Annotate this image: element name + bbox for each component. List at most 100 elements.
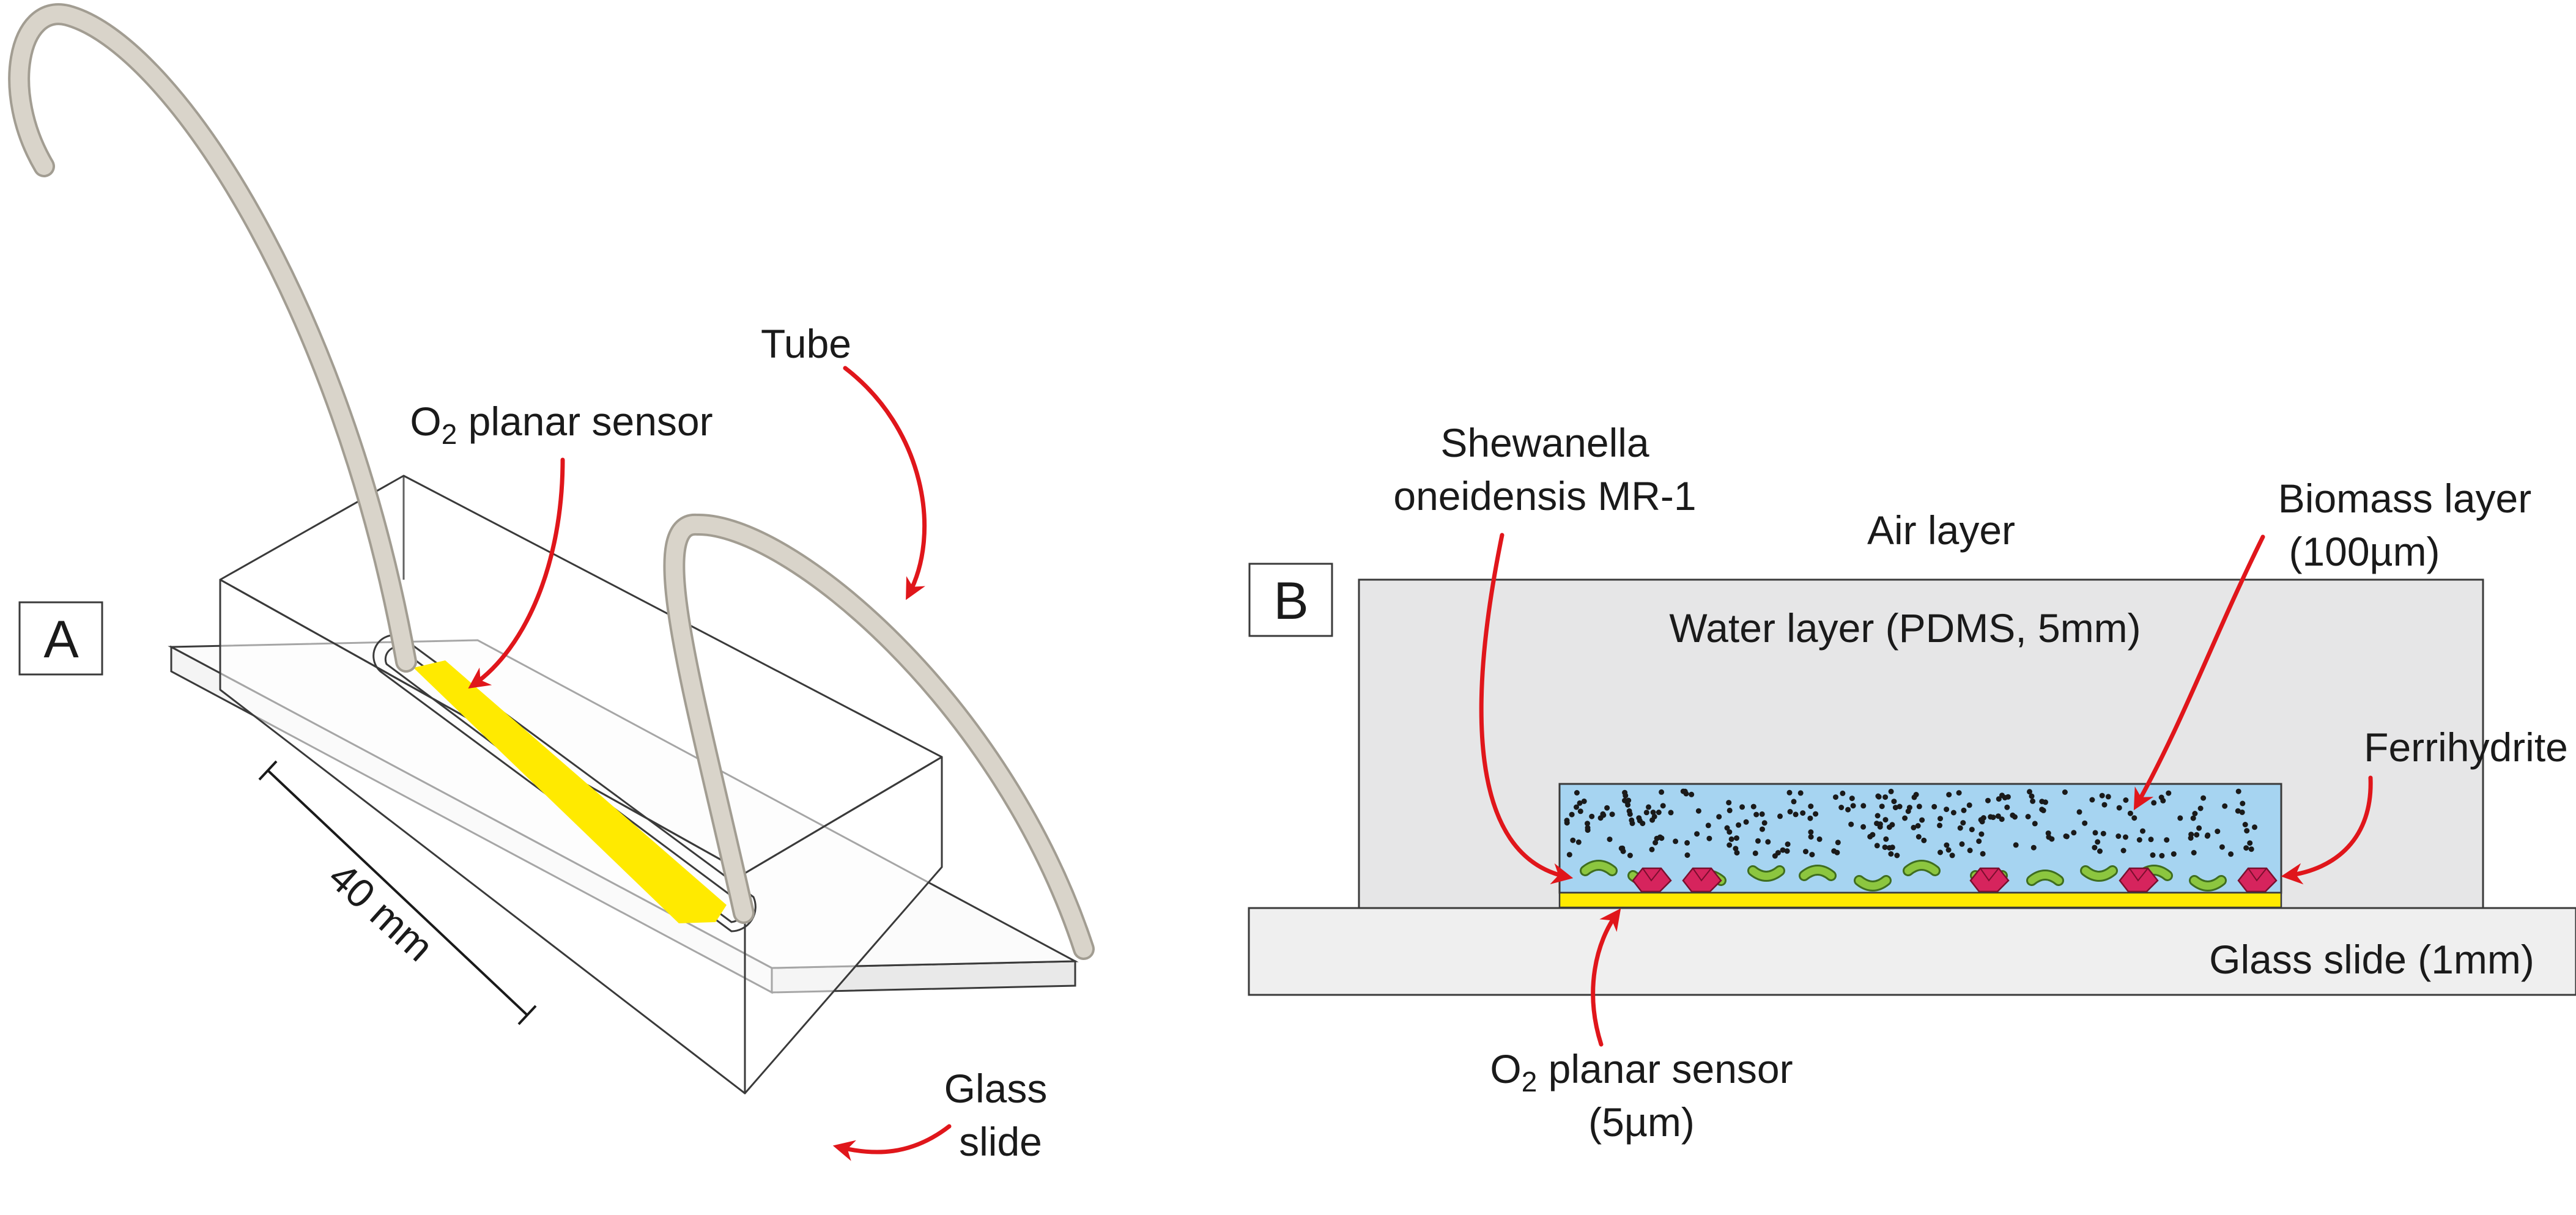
panel-b-sensor-label-line2: (5µm) bbox=[1588, 1099, 1695, 1145]
biomass-particle bbox=[2215, 829, 2221, 835]
biomass-particle bbox=[1808, 803, 1814, 810]
tube-right bbox=[663, 513, 1095, 960]
biomass-particle bbox=[1816, 836, 1823, 842]
panel-b-sensor-label: O2 planar sensor bbox=[1490, 1046, 1793, 1098]
biomass-particle bbox=[1875, 813, 1881, 819]
biomass-particle bbox=[1694, 831, 1700, 837]
biomass-particle bbox=[1919, 817, 1925, 823]
biomass-particle bbox=[1727, 842, 1733, 848]
biomass-particle bbox=[2123, 797, 2129, 803]
biomass-particle bbox=[2071, 830, 2077, 836]
biomass-particle bbox=[1577, 808, 1583, 814]
biomass-particle bbox=[1888, 851, 1894, 857]
biomass-particle bbox=[2092, 844, 2098, 851]
biomass-particle bbox=[2222, 803, 2228, 809]
biomass-particle bbox=[1761, 820, 1767, 826]
biomass-particle bbox=[2191, 850, 2197, 855]
biomass-particle bbox=[2030, 798, 2036, 804]
biomass-particle bbox=[2062, 789, 2068, 795]
glass-label-line1: Glass bbox=[944, 1066, 1048, 1111]
shewanella-arrow bbox=[1479, 533, 1574, 885]
biomass-particle bbox=[1946, 792, 1952, 798]
biomass-particle bbox=[2089, 797, 2095, 803]
biomass-particle bbox=[1604, 805, 1610, 811]
biomass-particle bbox=[1784, 848, 1790, 854]
biomass-particle bbox=[1889, 844, 1895, 851]
biomass-particle bbox=[1905, 808, 1911, 814]
bacterium bbox=[1856, 877, 1890, 890]
biomass-particle bbox=[1850, 803, 1856, 809]
biomass-particle bbox=[1733, 846, 1739, 852]
biomass-particle bbox=[2046, 834, 2052, 840]
biomass-particle bbox=[1753, 811, 1760, 818]
biomass-particle bbox=[2219, 844, 2225, 850]
biomass-particle bbox=[2194, 832, 2200, 838]
biomass-particle bbox=[2131, 815, 2137, 821]
biomass-particle bbox=[1891, 799, 1897, 805]
biomass-particle bbox=[1877, 824, 1883, 830]
biomass-particle bbox=[1574, 790, 1580, 796]
biomass-particle bbox=[1915, 834, 1922, 840]
biomass-particle bbox=[2032, 821, 2038, 827]
biomass-particle bbox=[2171, 851, 2177, 857]
biomass-particle bbox=[1937, 822, 1942, 829]
biomass-particle bbox=[1787, 808, 1793, 814]
biomass-particle bbox=[2012, 814, 2018, 820]
biomass-particle bbox=[1689, 791, 1695, 797]
panel-a-letter: A bbox=[43, 610, 79, 669]
biomass-particle bbox=[1797, 790, 1804, 796]
biomass-particle bbox=[1888, 788, 1894, 794]
biomass-particle bbox=[2204, 833, 2210, 839]
biomass-particle bbox=[1668, 810, 1674, 816]
biomass-particle bbox=[1657, 834, 1663, 840]
biomass-particle bbox=[1569, 811, 1575, 818]
biomass-particle bbox=[1911, 824, 1917, 830]
biomass-particle bbox=[1577, 800, 1583, 806]
bacterium bbox=[1582, 862, 1616, 874]
o2-sensor-layer bbox=[1558, 892, 2282, 909]
ferrihydrite-label: Ferrihydrite bbox=[2364, 725, 2568, 770]
biomass-particle bbox=[1976, 838, 1982, 844]
biomass-particle bbox=[1838, 805, 1845, 810]
biomass-particle bbox=[1944, 842, 1950, 848]
scale-label: 40 mm bbox=[320, 854, 442, 970]
biomass-particle bbox=[2004, 804, 2010, 810]
biomass-particle bbox=[1809, 852, 1815, 858]
biomass-particle bbox=[1960, 820, 1966, 826]
biomass-particle bbox=[1956, 790, 1962, 796]
biomass-particle bbox=[1938, 849, 1943, 855]
biomass-particle bbox=[1734, 850, 1740, 856]
biomass-particle bbox=[1961, 807, 1967, 813]
biomass-particle bbox=[1876, 794, 1882, 800]
glass-arrow bbox=[832, 1124, 952, 1161]
biomass-particle bbox=[1950, 810, 1956, 816]
biomass-particle bbox=[1849, 796, 1855, 802]
biomass-particle bbox=[1570, 837, 1576, 843]
biomass-particle bbox=[1575, 839, 1582, 845]
o2-sensor-strip bbox=[413, 660, 727, 923]
biomass-particle bbox=[1739, 804, 1745, 810]
biomass-particle bbox=[1915, 823, 1921, 829]
biomass-particle bbox=[1999, 792, 2005, 799]
biomass-particle bbox=[1727, 807, 1733, 813]
biomass-particle bbox=[2150, 852, 2156, 858]
biomass-particle bbox=[1840, 790, 1846, 796]
biomass-particle bbox=[1874, 821, 1880, 827]
biomass-particle bbox=[1760, 826, 1765, 832]
biomass-particle bbox=[1860, 803, 1867, 809]
biomass-particle bbox=[1609, 811, 1615, 818]
biomass-particle bbox=[2148, 836, 2154, 843]
biomass-particle bbox=[2092, 830, 2098, 836]
biomass-particle bbox=[1813, 811, 1819, 817]
biomass-particle bbox=[1921, 837, 1927, 843]
biomass-particle bbox=[2200, 795, 2207, 801]
biomass-particle bbox=[1791, 799, 1797, 805]
biomass-particle bbox=[1793, 811, 1799, 818]
biomass-particle bbox=[1755, 838, 1761, 844]
biomass-particle bbox=[1656, 810, 1662, 815]
biomass-particle bbox=[1831, 848, 1837, 854]
bacterium bbox=[2082, 867, 2116, 880]
biomass-particles bbox=[1564, 788, 2257, 859]
biomass-particle bbox=[2100, 830, 2106, 836]
biomass-particle bbox=[1959, 841, 1965, 847]
